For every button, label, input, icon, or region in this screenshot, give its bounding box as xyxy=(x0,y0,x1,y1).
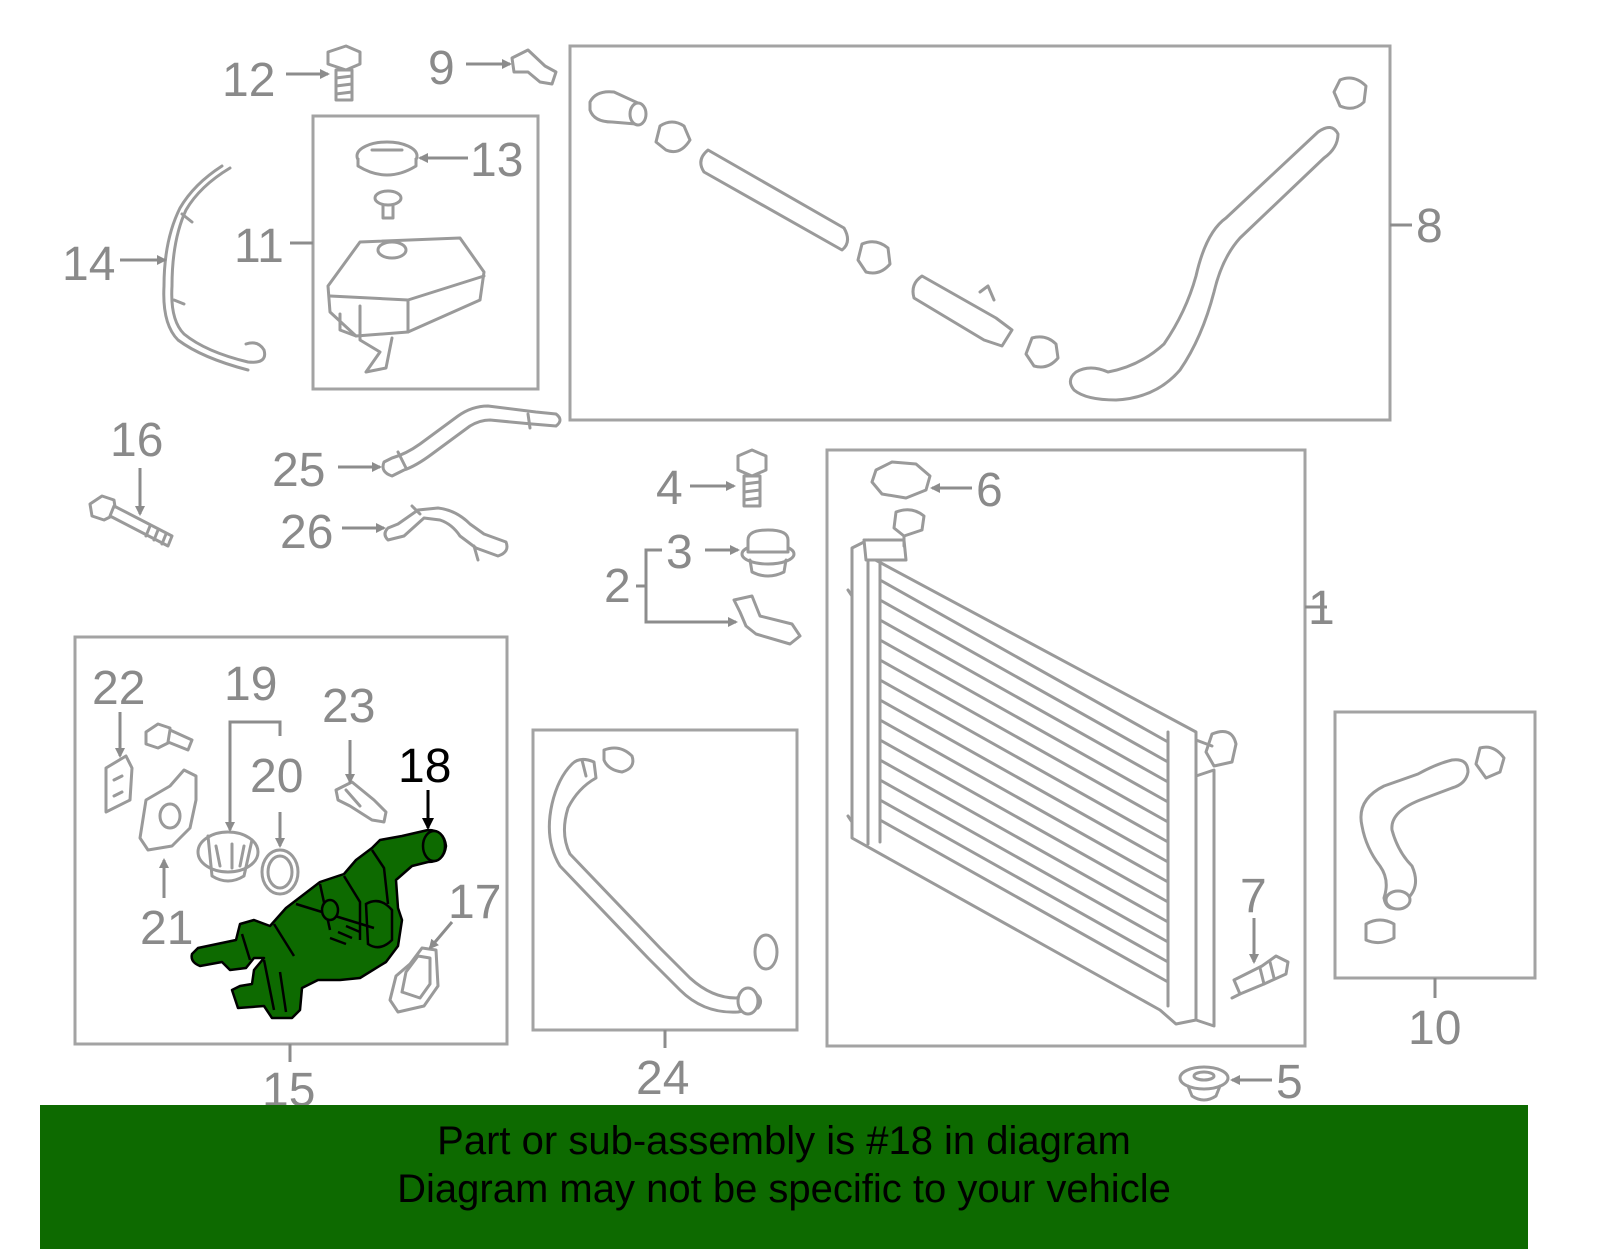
callout-11: 11 xyxy=(234,220,284,273)
part-5-grommet xyxy=(1178,1065,1230,1102)
group-box-8-hoses xyxy=(568,44,1392,422)
callout-10: 10 xyxy=(1408,1002,1461,1055)
part-6-cap-seal xyxy=(870,460,932,500)
part-18-thermostat-housing-highlighted xyxy=(190,828,448,1020)
part-13-cap-seal xyxy=(373,189,403,220)
part-25-hose xyxy=(381,404,562,478)
part-9-clip xyxy=(510,48,558,86)
part-3-grommet xyxy=(740,528,796,578)
callout-9: 9 xyxy=(428,42,455,95)
part-12-bolt xyxy=(326,44,362,102)
part-4-bolt xyxy=(736,448,768,508)
part-13-reservoir-cap xyxy=(355,140,419,177)
callout-17: 17 xyxy=(448,876,501,929)
part-8-radiator-hose-assembly xyxy=(588,76,1368,402)
callout-21: 21 xyxy=(140,902,193,955)
part-20-o-ring xyxy=(260,848,300,896)
callout-22: 22 xyxy=(92,662,145,715)
callout-2: 2 xyxy=(604,560,631,613)
callout-5: 5 xyxy=(1276,1056,1303,1109)
part-24-water-pipe xyxy=(547,746,779,1016)
callout-14: 14 xyxy=(62,238,115,291)
part-info-banner: Part or sub-assembly is #18 in diagram D… xyxy=(40,1105,1528,1249)
part-23-temperature-sensor xyxy=(334,780,388,824)
callout-19: 19 xyxy=(224,658,277,711)
part-15-bolt xyxy=(144,722,194,752)
callout-18: 18 xyxy=(398,740,451,793)
banner-part-text: Part or sub-assembly is #18 in diagram xyxy=(437,1119,1131,1163)
callout-12: 12 xyxy=(222,54,275,107)
callout-20: 20 xyxy=(250,750,303,803)
callout-16: 16 xyxy=(110,414,163,467)
banner-disclaimer-text: Diagram may not be specific to your vehi… xyxy=(397,1167,1171,1211)
part-16-bolt xyxy=(88,494,174,548)
group-box-11-reservoir xyxy=(311,114,540,391)
part-22-bracket xyxy=(104,754,134,814)
part-2-bracket xyxy=(732,594,802,646)
part-1-radiator xyxy=(846,508,1238,1028)
part-26-hose xyxy=(383,504,509,562)
part-17-gasket xyxy=(388,946,440,1014)
callout-3: 3 xyxy=(666,526,693,579)
part-7-drain-plug xyxy=(1230,954,1290,1000)
callout-8: 8 xyxy=(1416,200,1443,253)
part-11-coolant-reservoir xyxy=(326,236,486,374)
part-21-thermostat-cover xyxy=(138,768,198,852)
part-19-thermostat xyxy=(196,830,260,883)
callout-26: 26 xyxy=(280,506,333,559)
part-14-overflow-hose xyxy=(162,164,267,372)
callout-24: 24 xyxy=(636,1052,689,1105)
part-10-hose xyxy=(1359,745,1506,945)
callout-4: 4 xyxy=(656,462,683,515)
callout-1: 1 xyxy=(1308,582,1335,635)
callout-25: 25 xyxy=(272,444,325,497)
callout-7: 7 xyxy=(1240,870,1267,923)
group-box-1-radiator xyxy=(825,448,1307,1048)
callout-6: 6 xyxy=(976,464,1003,517)
callout-13: 13 xyxy=(470,134,523,187)
callout-23: 23 xyxy=(322,680,375,733)
